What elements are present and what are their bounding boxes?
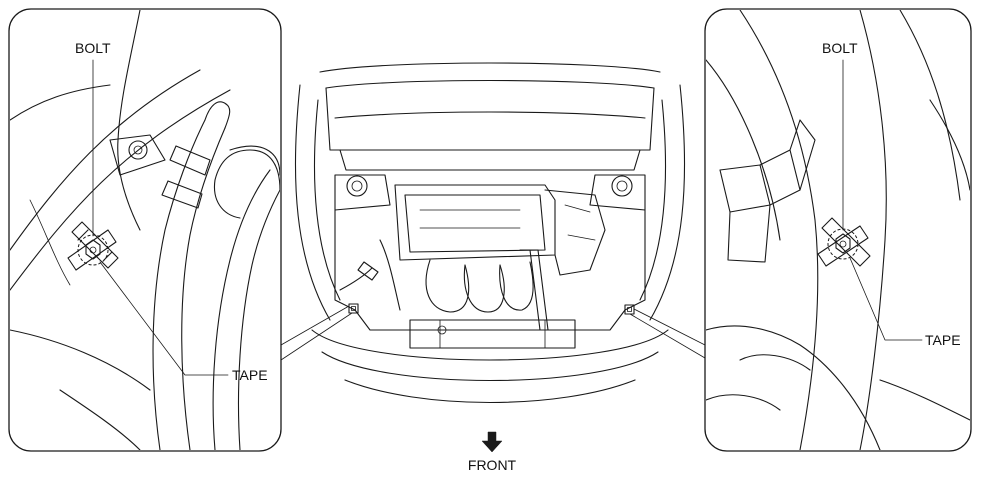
right-detail-linework (706, 10, 970, 450)
left-detail-panel: BOLT TAPE (8, 8, 282, 452)
right-detail-panel: BOLT TAPE (704, 8, 972, 452)
right-bolt-label: BOLT (822, 40, 858, 56)
left-bolt-taped (67, 221, 119, 271)
front-indicator: FRONT (468, 431, 517, 473)
left-detail-linework (10, 10, 280, 450)
right-tape-label: TAPE (925, 332, 961, 348)
engine-bay-overview (280, 62, 706, 404)
front-label: FRONT (468, 457, 517, 473)
left-tape-label: TAPE (232, 367, 268, 383)
left-bolt-label: BOLT (75, 40, 111, 56)
arrow-down-icon (481, 431, 503, 453)
